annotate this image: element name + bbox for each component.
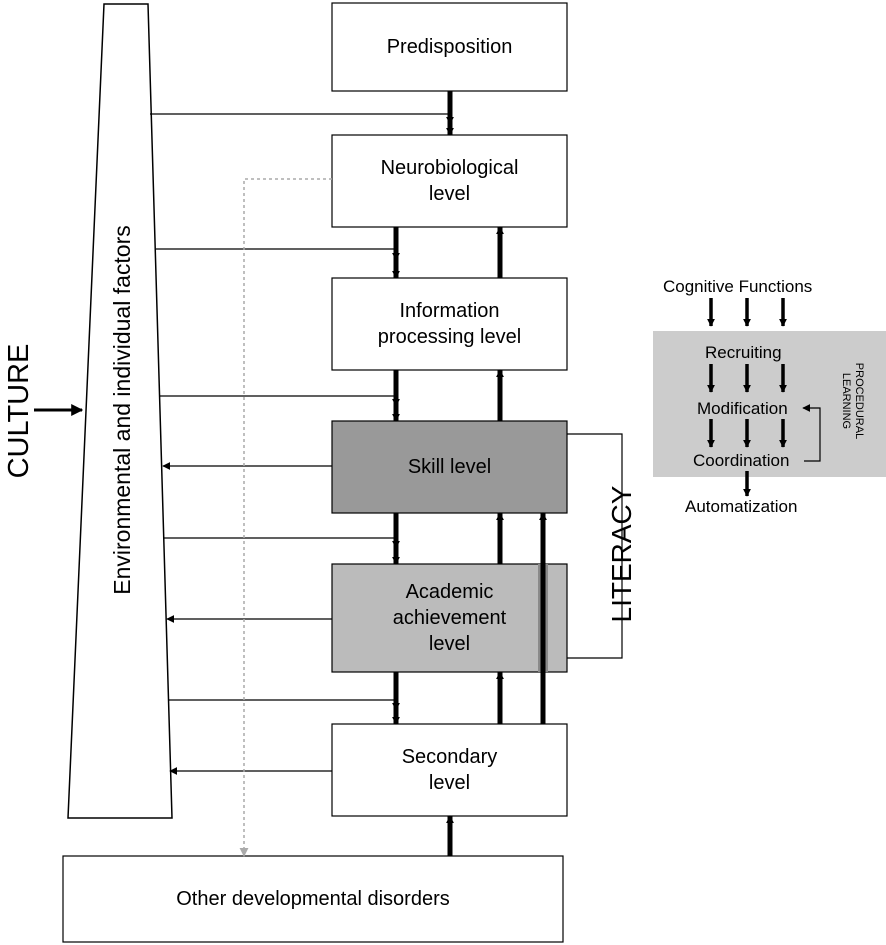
- culture-label: CULTURE: [3, 343, 35, 479]
- secondary-box: [331, 723, 568, 817]
- predisposition-box: [331, 2, 568, 92]
- secondary-label: Secondary level: [401, 746, 498, 794]
- modification-label: Modification: [697, 399, 788, 418]
- factors-to-academic-arrow: [168, 699, 400, 711]
- environmental-factors-pillar: [67, 3, 173, 819]
- other-disorders-label: Other developmental disorders: [176, 888, 450, 910]
- environmental-factors-label: Environmental and individual factors: [109, 225, 135, 595]
- neuro-to-other-dotted-arrow: [239, 178, 332, 857]
- procedural-learning-label: PROCEDURAL LEARNING: [840, 362, 865, 440]
- academic-box: [331, 563, 568, 673]
- academic-label: Academic achievement level: [392, 581, 507, 655]
- factors-to-skill-arrow: [164, 537, 400, 549]
- cognitive-functions-label: Cognitive Functions: [663, 277, 813, 296]
- automatization-label: Automatization: [685, 497, 798, 516]
- literacy-bracket: [567, 433, 623, 659]
- procedural-panel: [653, 331, 886, 477]
- information-processing-label: Information processing level: [377, 300, 522, 348]
- factors-to-info-arrow: [160, 395, 400, 407]
- factors-to-predisposition-arrow: [150, 113, 454, 125]
- literacy-label: LITERACY: [606, 485, 637, 623]
- coordination-feedback-arrow: [802, 404, 821, 462]
- coordination-label: Coordination: [693, 451, 790, 470]
- neurobiological-box: [331, 134, 568, 228]
- recruiting-label: Recruiting: [705, 343, 782, 362]
- predisposition-label: Predisposition: [386, 36, 513, 58]
- neurobiological-label: Neurobiological level: [380, 157, 519, 205]
- factors-to-neuro-arrow: [156, 248, 400, 261]
- skill-label: Skill level: [407, 456, 492, 478]
- skill-box: [331, 420, 568, 514]
- other-disorders-box: [62, 855, 564, 943]
- information-processing-box: [331, 277, 568, 371]
